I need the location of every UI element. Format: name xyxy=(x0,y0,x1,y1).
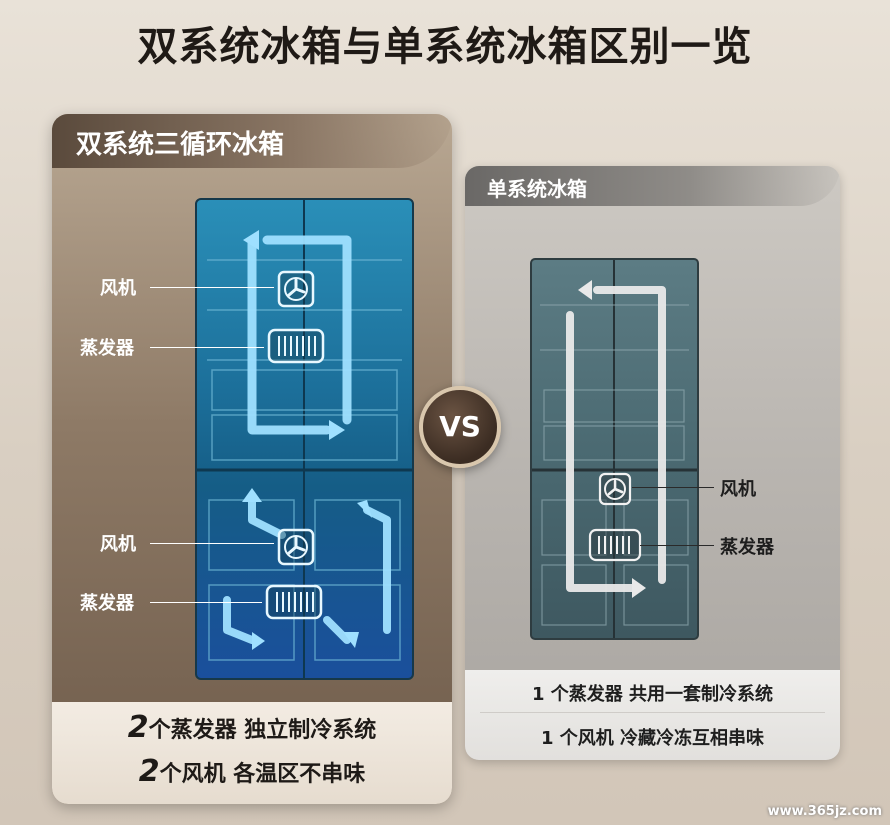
evaporator-icon xyxy=(265,584,323,620)
airflow-arrow-icon xyxy=(247,235,352,435)
label-fan-single: 风机 xyxy=(720,479,756,500)
leader-fan-top xyxy=(150,287,274,288)
single-system-header: 单系统冰箱 xyxy=(465,166,840,206)
caption-2-text: 个风机 各温区不串味 xyxy=(159,762,366,787)
label-evaporator-single: 蒸发器 xyxy=(720,537,774,558)
single-system-caption-2: 1 个风机 冷藏冷冻互相串味 xyxy=(540,728,765,749)
label-evaporator-bottom: 蒸发器 xyxy=(80,593,134,614)
caption-2-number: 2 xyxy=(138,754,160,789)
fan-icon xyxy=(598,472,632,506)
dual-system-caption-1: 2个蒸发器 独立制冷系统 xyxy=(52,710,452,745)
watermark: www.365jz.com xyxy=(767,804,882,819)
dual-system-caption-2: 2个风机 各温区不串味 xyxy=(52,754,452,789)
dual-system-header-label: 双系统三循环冰箱 xyxy=(76,130,285,160)
label-evaporator-top: 蒸发器 xyxy=(80,338,134,359)
dual-system-fridge-illustration xyxy=(195,198,414,680)
caption-1-text: 个蒸发器 独立制冷系统 xyxy=(148,718,377,743)
leader-evaporator-top xyxy=(150,347,264,348)
single-system-caption-1: 1 个蒸发器 共用一套制冷系统 xyxy=(531,684,774,705)
dual-system-caption-box: 2个蒸发器 独立制冷系统 2个风机 各温区不串味 xyxy=(52,702,452,804)
dual-system-header: 双系统三循环冰箱 xyxy=(52,114,452,168)
leader-fan-single xyxy=(632,487,714,488)
vs-badge: VS xyxy=(419,386,501,468)
caption-divider xyxy=(480,712,825,713)
single-system-caption-box: 1 个蒸发器 共用一套制冷系统 1 个风机 冷藏冷冻互相串味 xyxy=(465,670,840,760)
label-fan-bottom: 风机 xyxy=(100,534,136,555)
single-system-header-label: 单系统冰箱 xyxy=(487,177,587,201)
leader-fan-bottom xyxy=(150,543,274,544)
page-title: 双系统冰箱与单系统冰箱区别一览 xyxy=(137,24,753,70)
fan-icon xyxy=(277,270,315,308)
leader-evaporator-single xyxy=(640,545,714,546)
single-system-fridge-illustration xyxy=(530,258,699,640)
evaporator-icon xyxy=(588,528,642,562)
caption-1-number: 2 xyxy=(127,710,149,745)
leader-evaporator-bottom xyxy=(150,602,262,603)
airflow-arrow-icon xyxy=(566,286,666,592)
fan-icon xyxy=(277,528,315,566)
label-fan-top: 风机 xyxy=(100,278,136,299)
evaporator-icon xyxy=(267,328,325,364)
